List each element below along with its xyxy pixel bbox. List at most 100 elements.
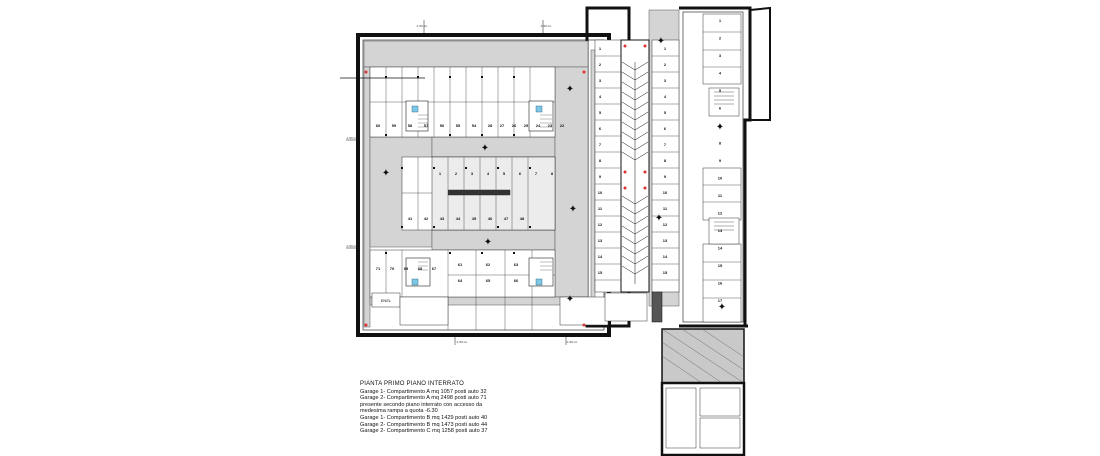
parking-grid-west [369,66,556,298]
stall-number: 12 [718,211,723,216]
stall-number: 8 [664,158,667,163]
stall-number: 9 [719,158,722,163]
stall-number: 48 [520,216,525,221]
stall-number: 6 [519,171,522,176]
svg-text:-1.50 mt.: -1.50 mt. [416,24,428,28]
stall-number: 69 [404,266,409,271]
stall-number: 59 [392,123,397,128]
svg-text:-1.50 mt.: -1.50 mt. [456,340,468,344]
stall-number: 54 [472,123,477,128]
svg-text:✦: ✦ [382,168,390,179]
stall-number: 1 [664,46,667,51]
stall-number: 55 [456,123,461,128]
stall-number: 4 [719,71,722,76]
svg-text:✦: ✦ [566,294,574,305]
svg-text:✦: ✦ [716,122,724,133]
svg-text:-1.50 mt.: -1.50 mt. [566,340,578,344]
enel-room-label: ENEL [381,298,392,303]
legend-line-7: Garage 2- Compartimento C mq 1258 posti … [360,428,488,435]
svg-text:-1.50 mt.: -1.50 mt. [540,24,552,28]
stall-number: 1 [599,46,602,51]
stall-number: 24 [536,123,541,128]
stall-number: 12 [663,222,668,227]
level-markers: ✦✦ ✦✦ ✦✦ ✦✦ ✦✦ [382,36,726,313]
svg-text:✦: ✦ [657,36,665,47]
stall-number: 15 [718,263,723,268]
stall-number: 71 [376,266,381,271]
svg-text:✦: ✦ [481,143,489,154]
stall-number: 2 [719,36,722,41]
stall-number: 26 [512,123,517,128]
stall-lines-center [402,157,529,230]
stall-number: 61 [458,262,463,267]
stall-number: 4 [664,94,667,99]
stall-number: 47 [504,216,509,221]
svg-text:✦: ✦ [718,302,726,313]
stall-number: 57 [424,123,429,128]
legend-title: PIANTA PRIMO PIANO INTERRATO [360,381,464,387]
stall-number: 8 [599,158,602,163]
legend-line-3: presente secondo piano interrato con acc… [360,401,483,408]
ramp-block [594,39,680,293]
stall-number: 4 [487,171,490,176]
stall-number: 22 [560,123,565,128]
stall-number: 1 [439,171,442,176]
structural-pillars [385,76,531,254]
stall-number: 8 [719,141,722,146]
stall-number: 13 [718,228,723,233]
stall-number: 10 [718,176,723,181]
stall-number: 14 [663,254,668,259]
stall-number: 56 [440,123,445,128]
stall-number: 62 [486,262,491,267]
stall-number: 46 [488,216,493,221]
stall-number: 3 [471,171,474,176]
east-wing-stalls [702,13,742,323]
stall-number: 11 [598,206,603,211]
stall-number: 1 [719,18,722,23]
stall-number: 6 [599,126,602,131]
svg-text:✦: ✦ [655,213,663,224]
stall-number: 7 [599,142,602,147]
stall-number: 41 [408,216,413,221]
stall-number: 10 [598,190,603,195]
stall-number: 27 [500,123,505,128]
south-rooms [371,292,648,326]
south-annex [651,291,746,456]
elevator-symbols [411,105,543,286]
stall-lines-north [370,67,555,137]
stall-number: 11 [718,193,723,198]
stall-number: 28 [488,123,493,128]
stall-number: 14 [598,254,603,259]
stall-number: 42 [424,216,429,221]
stall-number: 16 [718,281,723,286]
legend-line-1: Garage 1- Compartimento A mq 1057 posti … [360,388,487,395]
stall-number: 2 [664,62,667,67]
dimension-notes: -1.50 mt. -1.50 mt. -1.50 mt. -1.50 mt. -1… [346,24,578,344]
ramp-stall-lines [595,55,679,281]
legend-line-6: Garage 2- Compartimento B mq 1473 posti … [360,421,488,428]
legend-line-2: Garage 2- Compartimento A mq 2498 posti … [360,395,487,402]
legend-line-5: Garage 1- Compartimento B mq 1429 posti … [360,414,488,421]
stall-number: 8 [551,171,554,176]
svg-text:-1.50 mt.: -1.50 mt. [346,136,358,140]
stall-number: 5 [599,110,602,115]
stall-number: 65 [486,278,491,283]
stall-number: 43 [440,216,445,221]
stall-number: 3 [664,78,667,83]
stall-number: 2 [599,62,602,67]
east-wing-lines [703,31,741,299]
stall-number: 9 [664,174,667,179]
stall-number: 6 [664,126,667,131]
svg-text:✦: ✦ [566,84,574,95]
stall-number: 68 [418,266,423,271]
legend-line-4: medesima rampa a quota -6.30 [360,408,438,415]
stall-number: 4 [599,94,602,99]
stall-number: 10 [663,190,668,195]
stall-number: 5 [664,110,667,115]
stall-number: 63 [514,262,519,267]
stall-number: 70 [390,266,395,271]
stall-number: 11 [663,206,668,211]
stall-number: 6 [719,106,722,111]
stall-number: 3 [719,53,722,58]
